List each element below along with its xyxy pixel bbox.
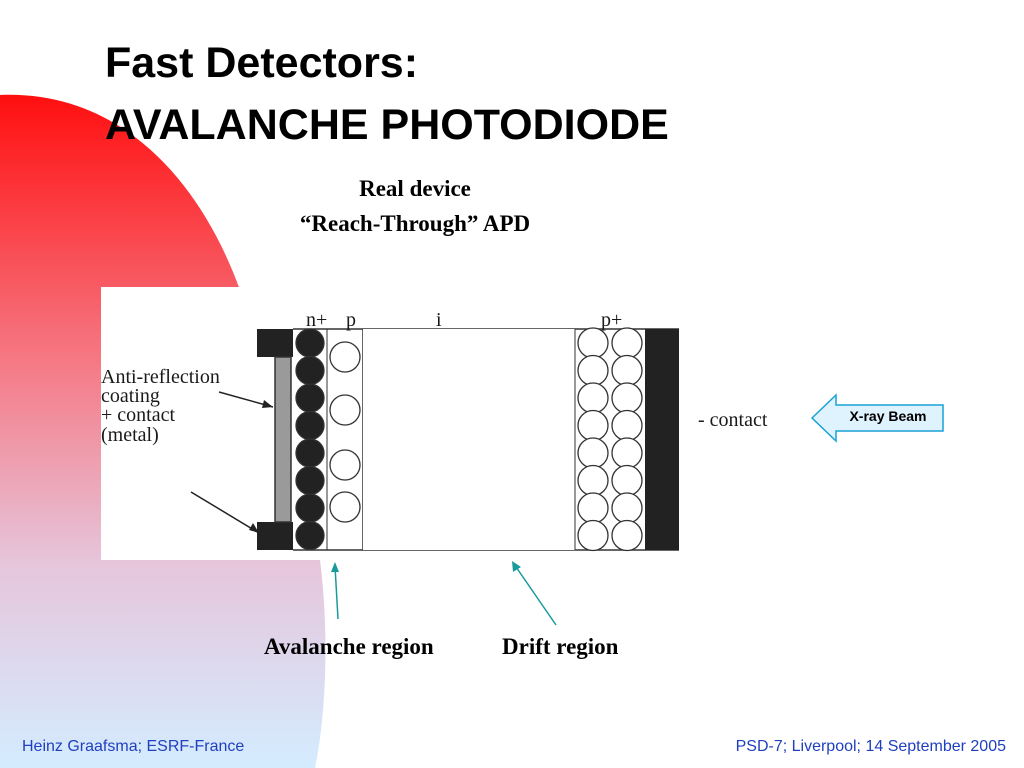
n-plus-layer bbox=[295, 328, 325, 551]
p-plus-layer bbox=[577, 327, 643, 552]
footer-author: Heinz Graafsma; ESRF-France bbox=[22, 738, 245, 755]
contact-pointer bbox=[190, 491, 260, 534]
coating-label-line-1: Anti-reflection bbox=[101, 366, 220, 388]
p-dot bbox=[329, 394, 361, 426]
bottom-contact-pad bbox=[257, 522, 293, 550]
p-plus-dot bbox=[611, 409, 643, 442]
n-plus-dot bbox=[295, 438, 325, 468]
apd-diagram: Anti-reflection coating + contact (metal… bbox=[101, 287, 708, 560]
p-plus-dot bbox=[577, 464, 609, 497]
p-plus-dot bbox=[577, 327, 609, 359]
coating-pointer-head bbox=[262, 400, 273, 408]
p-plus-dot bbox=[611, 519, 643, 552]
p-plus-dot bbox=[577, 492, 609, 524]
layer-label-n-plus: n+ bbox=[306, 309, 328, 331]
p-plus-dot bbox=[577, 519, 609, 552]
xray-beam-arrow: X-ray Beam bbox=[810, 393, 945, 443]
p-plus-dot bbox=[577, 382, 609, 414]
i-layer bbox=[363, 329, 575, 550]
p-dot bbox=[329, 491, 361, 523]
coating-strip bbox=[274, 356, 292, 523]
p-dot bbox=[329, 341, 361, 373]
p-dot bbox=[329, 449, 361, 481]
p-plus-dot bbox=[577, 409, 609, 442]
footer-event: PSD-7; Liverpool; 14 September 2005 bbox=[735, 738, 1006, 755]
slide-title-line-2: AVALANCHE PHOTODIODE bbox=[105, 101, 669, 149]
p-plus-dot bbox=[611, 437, 643, 469]
p-plus-dot bbox=[611, 464, 643, 497]
top-contact-pad bbox=[257, 329, 293, 357]
left-arrow-icon bbox=[810, 393, 944, 443]
negative-contact-label: - contact bbox=[698, 409, 768, 431]
n-plus-dot bbox=[295, 383, 325, 413]
p-plus-dot bbox=[577, 437, 609, 469]
p-plus-dot bbox=[577, 354, 609, 387]
xray-beam-label: X-ray Beam bbox=[849, 408, 927, 424]
p-plus-dot bbox=[611, 354, 643, 387]
coating-label-line-2: coating bbox=[101, 385, 160, 407]
p-plus-dot bbox=[611, 382, 643, 414]
layer-label-p: p bbox=[346, 309, 356, 331]
layer-label-i: i bbox=[436, 309, 442, 331]
n-plus-dot bbox=[295, 328, 325, 358]
avalanche-region-label: Avalanche region bbox=[264, 634, 434, 659]
slide-title-line-1: Fast Detectors: bbox=[105, 39, 419, 87]
drift-region-label: Drift region bbox=[502, 634, 619, 659]
n-plus-dot bbox=[295, 355, 325, 386]
layer-label-p-plus: p+ bbox=[601, 309, 623, 331]
apd-cross-section bbox=[190, 327, 679, 552]
n-plus-dot bbox=[295, 493, 325, 523]
right-contact bbox=[645, 329, 679, 550]
contact-pointer-head bbox=[249, 523, 259, 533]
diagram-caption-line-1: Real device bbox=[359, 176, 471, 201]
diagram-caption-line-2: “Reach-Through” APD bbox=[299, 211, 531, 236]
n-plus-dot bbox=[295, 410, 325, 441]
p-layer bbox=[329, 341, 361, 523]
p-plus-dot bbox=[611, 492, 643, 524]
coating-label-line-4: (metal) bbox=[101, 424, 159, 446]
coating-label-line-3: + contact bbox=[101, 404, 176, 426]
n-plus-dot bbox=[295, 520, 325, 551]
p-plus-dot bbox=[611, 327, 643, 359]
n-plus-dot bbox=[295, 465, 325, 496]
